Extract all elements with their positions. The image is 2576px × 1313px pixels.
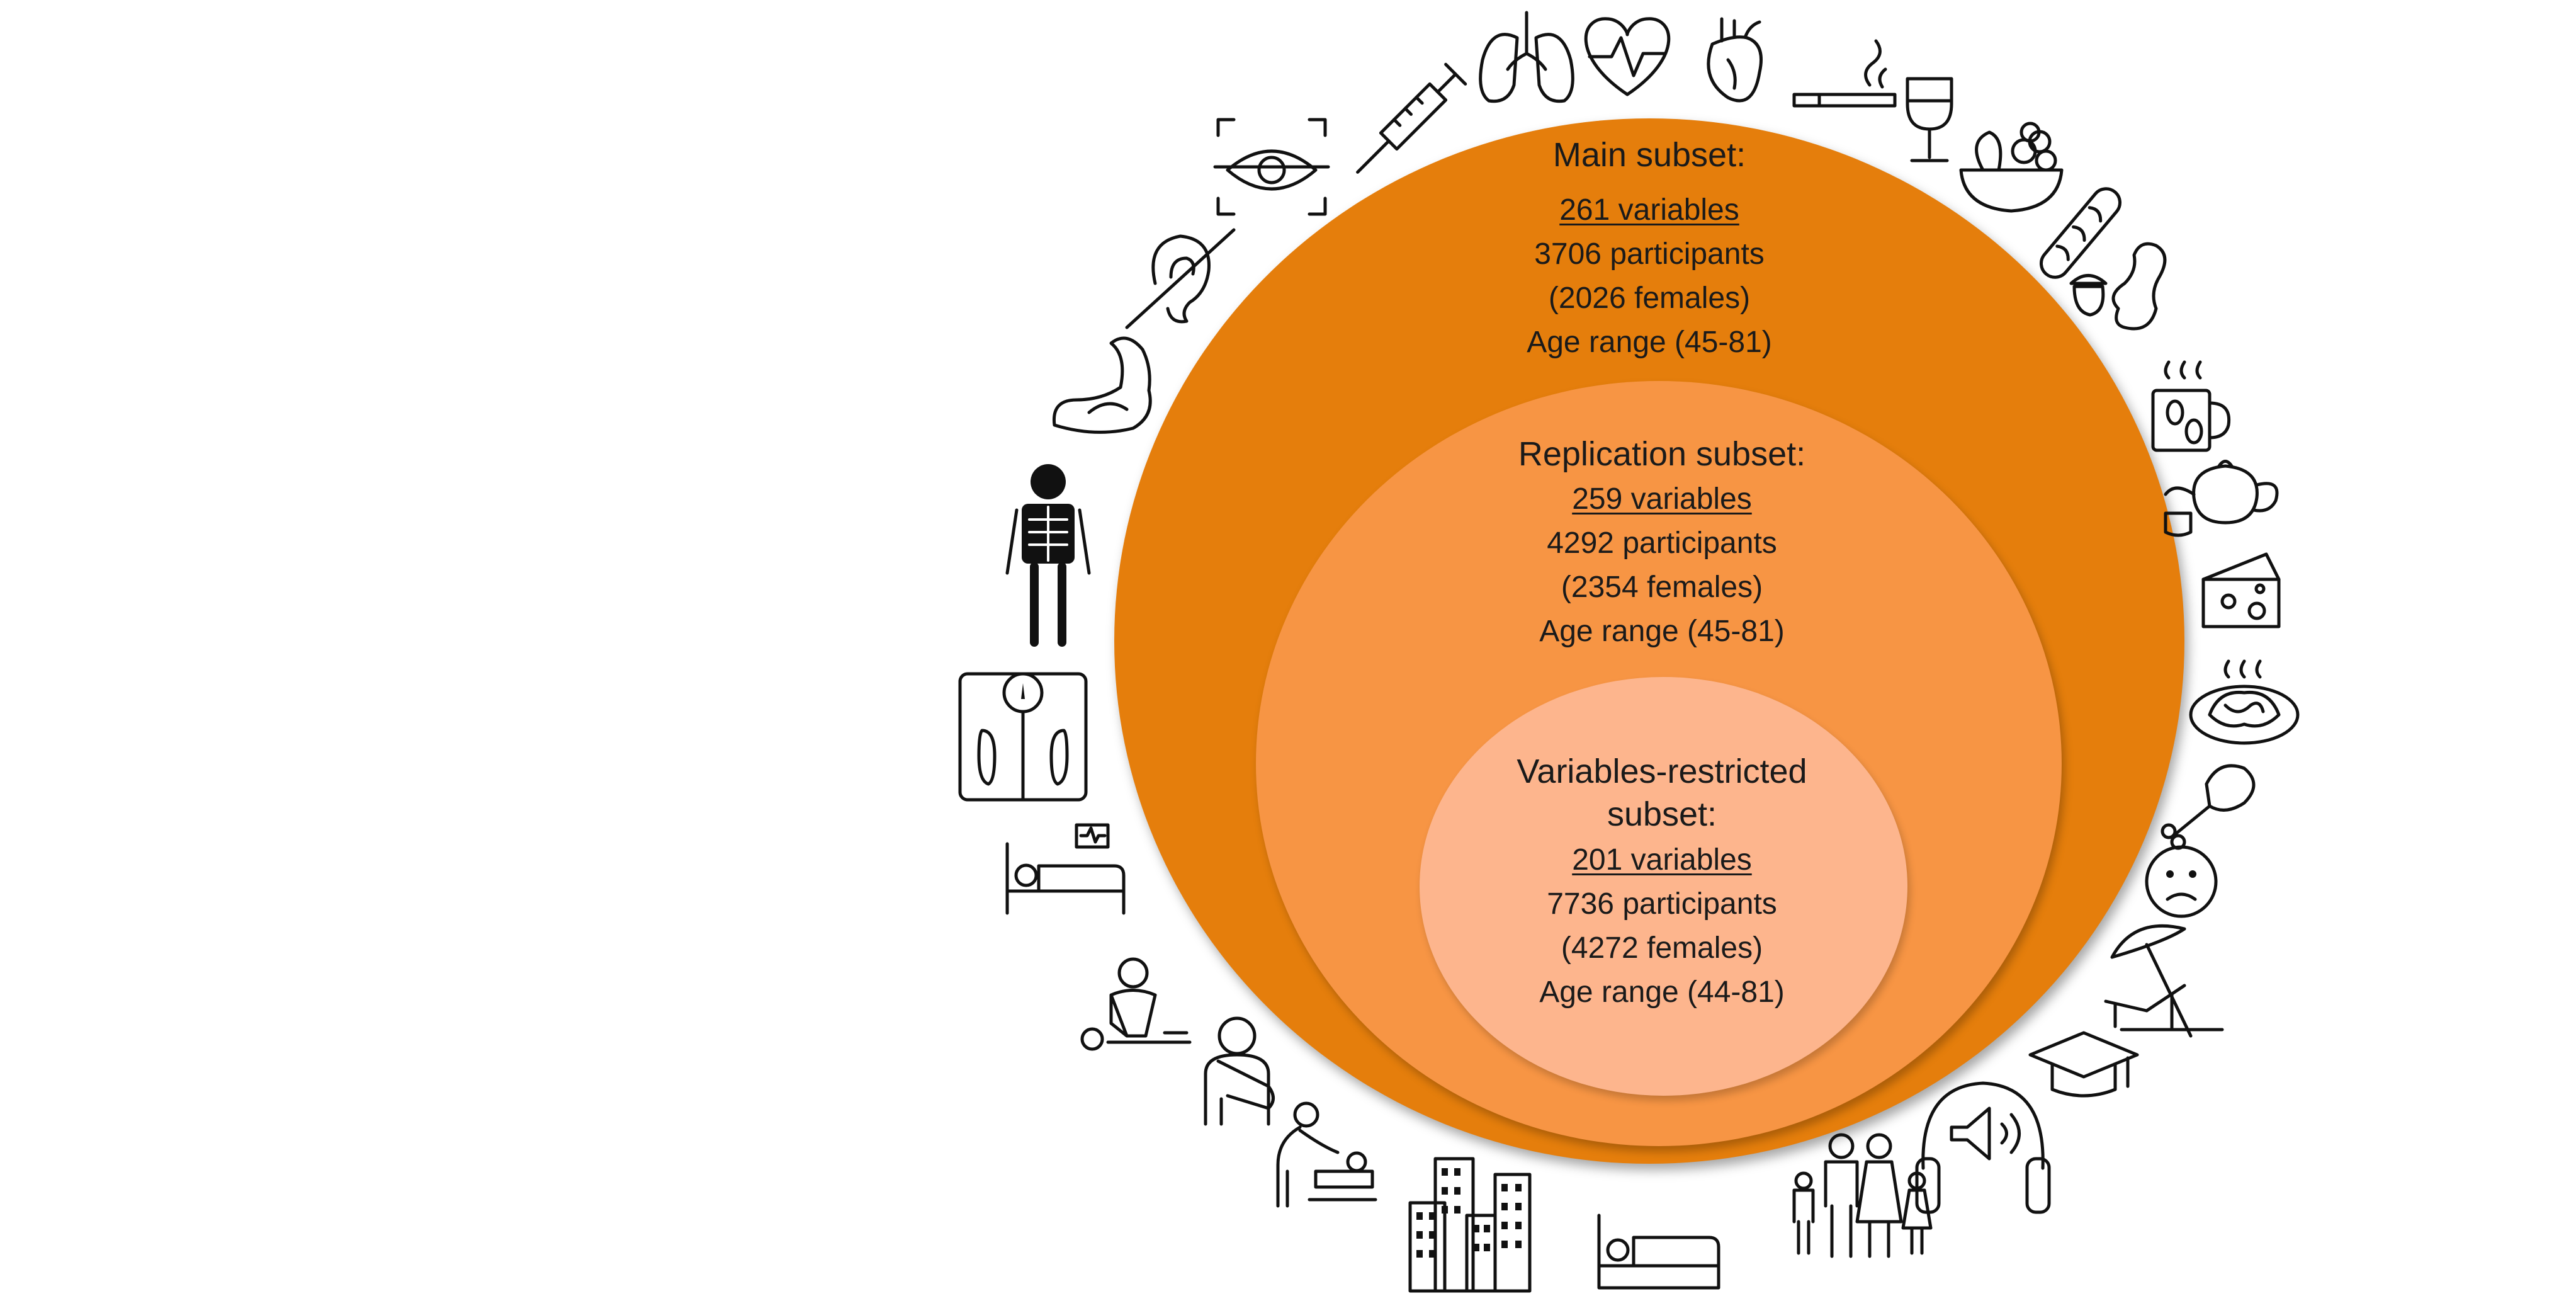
restricted-subset-circle xyxy=(1420,677,1907,1096)
restricted-subset-title-line2: subset: xyxy=(1607,795,1717,833)
muscle-arm-icon xyxy=(1052,336,1152,434)
graduation-cap-icon xyxy=(2028,1031,2139,1098)
eye-scan-icon xyxy=(1213,118,1330,216)
restricted-subset-variables: 201 variables xyxy=(1572,843,1752,877)
pasta-plate-icon xyxy=(2189,659,2300,745)
noise-headphones-icon xyxy=(1915,1081,2051,1214)
weighing-scale-icon xyxy=(958,672,1088,802)
wine-glass-icon xyxy=(1906,77,1953,162)
skeleton-icon xyxy=(1005,464,1091,647)
sad-face-icon xyxy=(2145,845,2218,918)
teapot-icon xyxy=(2164,460,2279,537)
main-subset-age-range: Age range (45-81) xyxy=(1527,326,1772,359)
coffee-mug-icon xyxy=(2151,360,2231,452)
replication-subset-females: (2354 females) xyxy=(1561,571,1763,604)
main-subset-label: Main subset: 261 variables 3706 particip… xyxy=(1398,135,1901,365)
chicken-leg-icon xyxy=(2161,764,2256,850)
replication-subset-variables: 259 variables xyxy=(1572,482,1752,516)
beach-umbrella-icon xyxy=(2104,924,2224,1038)
main-subset-title: Main subset: xyxy=(1552,136,1746,174)
restricted-subset-females: (4272 females) xyxy=(1561,931,1763,965)
bed-sleep-icon xyxy=(1597,1214,1720,1290)
restricted-subset-label: Variables-restricted subset: 201 variabl… xyxy=(1460,753,1863,1015)
replication-subset-age-range: Age range (45-81) xyxy=(1539,615,1785,648)
restricted-subset-participants: 7736 participants xyxy=(1547,887,1777,921)
cpr-icon xyxy=(1080,957,1192,1051)
heart-rate-icon xyxy=(1584,17,1671,96)
family-icon xyxy=(1792,1133,1933,1258)
restricted-subset-age-range: Age range (44-81) xyxy=(1539,975,1785,1009)
city-buildings-icon xyxy=(1408,1157,1532,1293)
hospital-bed-icon xyxy=(1005,823,1126,915)
cigarette-icon xyxy=(1792,39,1897,108)
restricted-subset-title-line1: Variables-restricted xyxy=(1517,753,1807,790)
anatomical-heart-icon xyxy=(1707,17,1763,103)
replication-subset-participants: 4292 participants xyxy=(1547,526,1777,560)
lungs-icon xyxy=(1479,11,1574,103)
vaccine-syringe-icon xyxy=(1356,62,1467,174)
cheese-icon xyxy=(2201,552,2281,628)
nuts-icon xyxy=(2069,242,2167,331)
replication-subset-label: Replication subset: 259 variables 4292 p… xyxy=(1398,435,1926,654)
main-subset-females: (2026 females) xyxy=(1548,281,1751,315)
replication-subset-title: Replication subset: xyxy=(1518,435,1806,473)
arm-sling-icon xyxy=(1204,1016,1275,1126)
childcare-icon xyxy=(1276,1101,1377,1208)
main-subset-participants: 3706 participants xyxy=(1534,237,1765,271)
hearing-impaired-icon xyxy=(1125,228,1236,329)
main-subset-variables: 261 variables xyxy=(1559,193,1739,227)
fruit-bowl-icon xyxy=(1959,122,2064,213)
bread-icon xyxy=(2040,187,2121,279)
